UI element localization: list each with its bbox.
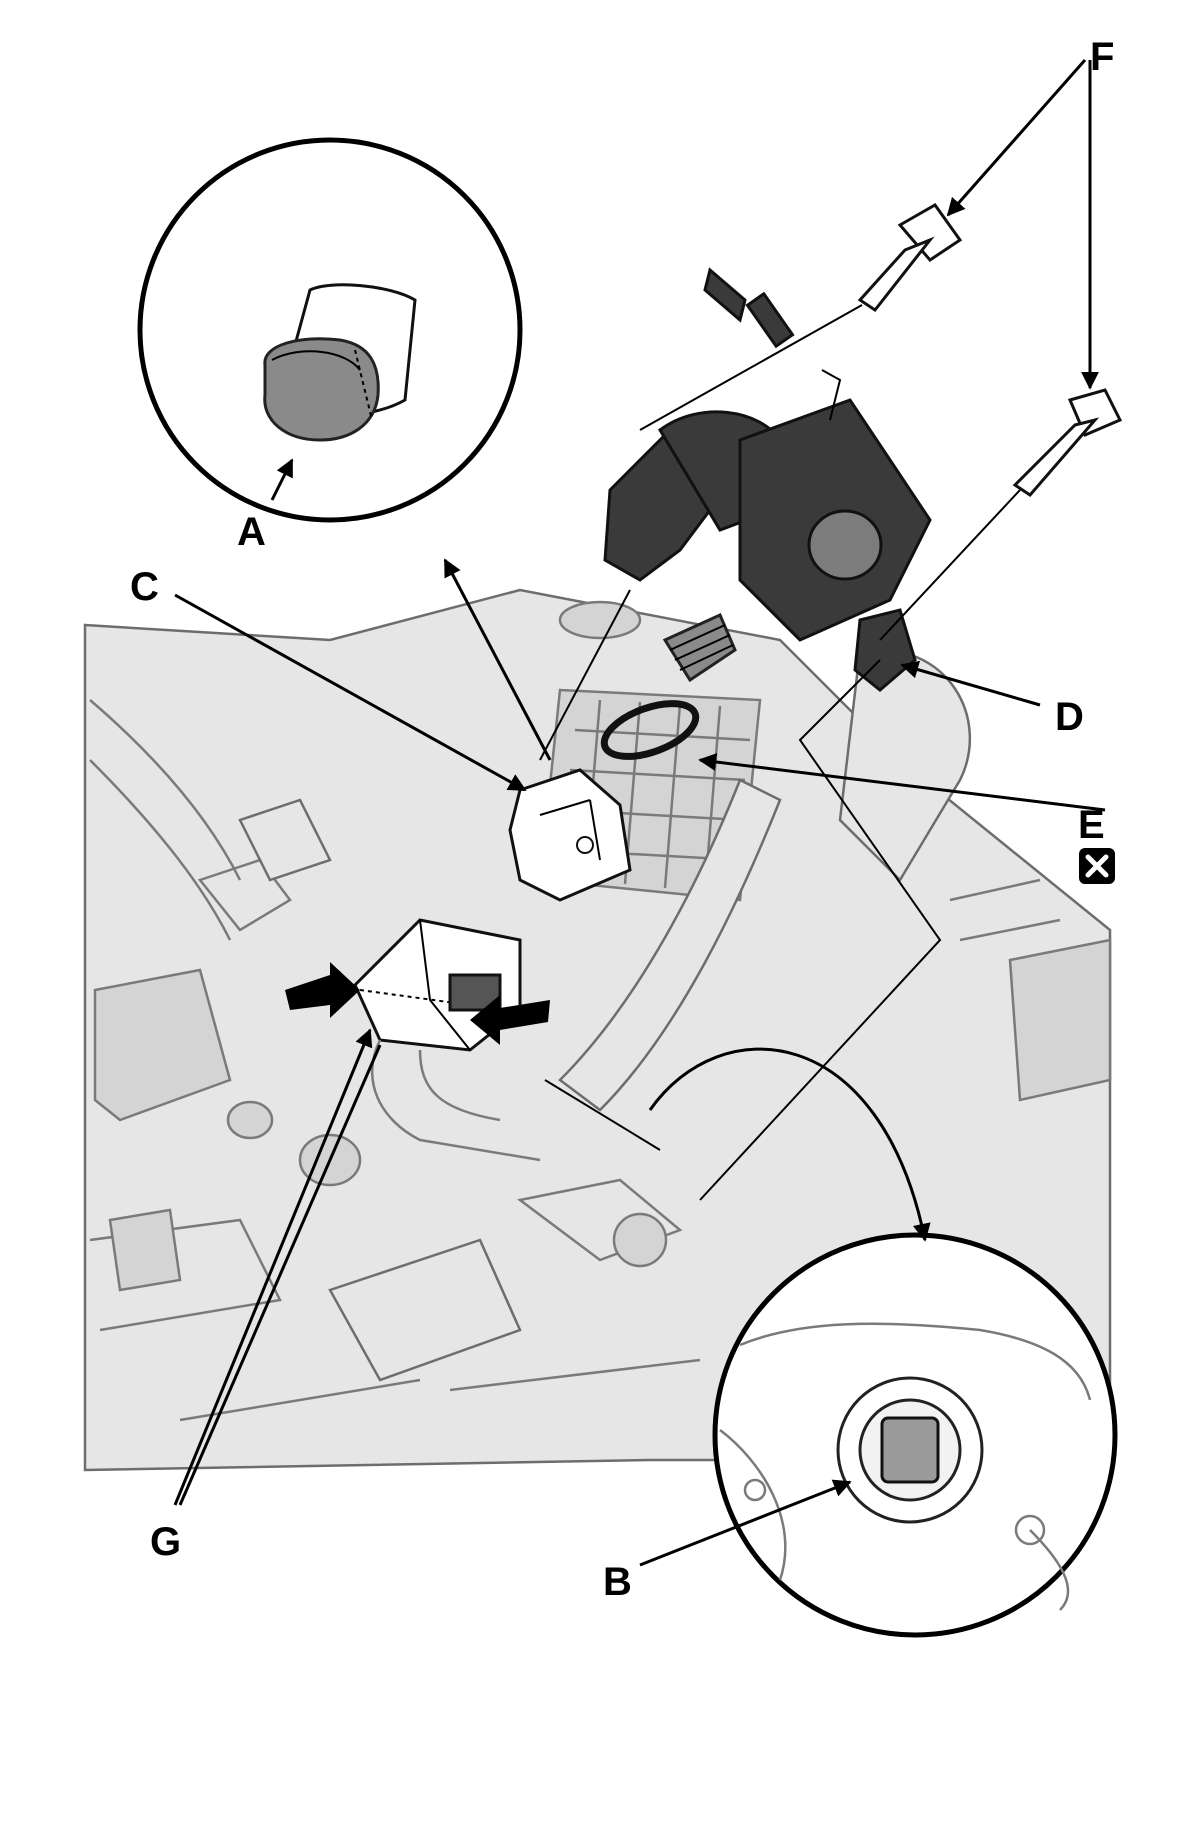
leader-b: [639, 1479, 852, 1567]
alignment-guides: [539, 589, 942, 1201]
callout-f: F: [1090, 35, 1114, 79]
detail-circle-pump-drive: [712, 1232, 1118, 1638]
leader-g-2: [178, 1044, 382, 1506]
leader-c: [174, 593, 527, 792]
leader-e: [698, 753, 1106, 812]
bolt-lower: [879, 388, 1123, 641]
detail-arrow-pump-drive: [648, 1047, 931, 1242]
leader-d: [900, 660, 1041, 707]
pump-lifter: [508, 768, 632, 902]
callout-e: E: [1078, 803, 1105, 847]
leader-f-upper: [946, 59, 1087, 217]
callout-g: G: [150, 1520, 181, 1564]
release-arrow-left: [285, 962, 360, 1018]
release-arrow-right: [470, 995, 550, 1045]
detail-arrow-connector: [443, 558, 552, 761]
callout-b: B: [603, 1560, 632, 1604]
leader-g-1: [173, 1028, 373, 1506]
pump-spring: [662, 613, 737, 683]
callout-d: D: [1055, 695, 1084, 739]
x-box-icon: [1079, 848, 1115, 884]
o-ring: [600, 700, 700, 760]
detail-circle-connector: [137, 137, 523, 523]
bolt-upper: [639, 203, 963, 431]
callout-c: C: [130, 565, 159, 609]
callout-a: A: [237, 510, 266, 554]
leader-a: [270, 458, 294, 501]
